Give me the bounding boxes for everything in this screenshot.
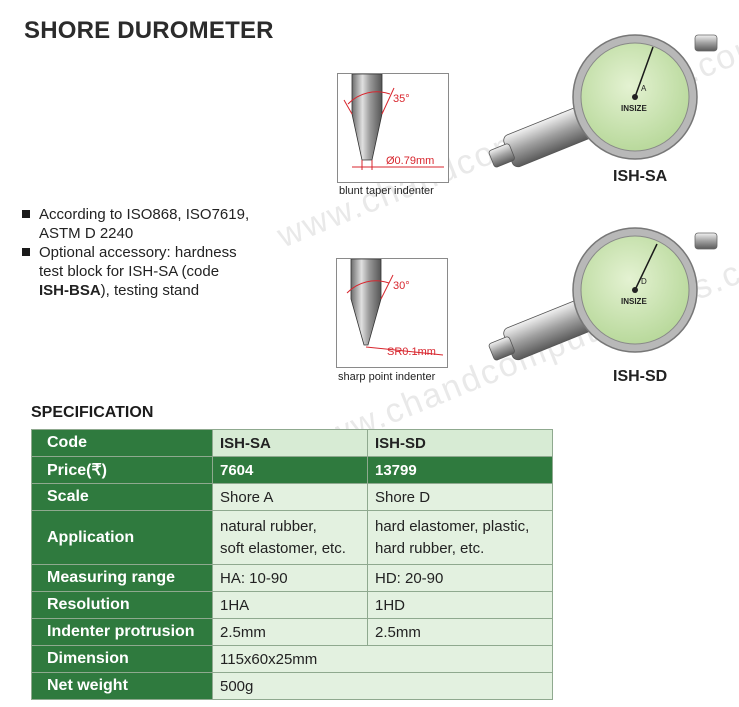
spec-key: Net weight: [31, 672, 213, 700]
spec-key: Measuring range: [31, 564, 213, 592]
feature-text-before: Optional accessory: hardness test block …: [39, 244, 237, 280]
spec-value-line: hard elastomer, plastic,: [375, 517, 530, 535]
feature-item-accessory: Optional accessory: hardness test block …: [22, 243, 252, 300]
blunt-diameter-label: Ø0.79mm: [386, 155, 434, 167]
spec-key: Scale: [31, 483, 213, 511]
sharp-indenter-diagram: 30° SR0.1mm: [336, 258, 448, 368]
durometer-sa-image: INSIZE A: [488, 34, 718, 168]
spec-value-sd: Shore D: [367, 483, 553, 511]
spec-row-scale: Scale Shore A Shore D: [31, 483, 553, 511]
blunt-indenter-drawing: 35° Ø0.79mm: [343, 73, 444, 170]
spec-value-shared: 115x60x25mm: [212, 645, 553, 673]
spec-value-sa: HA: 10-90: [212, 564, 368, 592]
sharp-indenter-caption: sharp point indenter: [338, 371, 436, 383]
gauge-brand-sa: INSIZE: [621, 104, 647, 113]
spec-key: Indenter protrusion: [31, 618, 213, 646]
blunt-indenter-caption: blunt taper indenter: [339, 185, 434, 197]
spec-value-sa: 7604: [212, 456, 368, 484]
spec-heading: SPECIFICATION: [31, 404, 154, 421]
spec-table: Code ISH-SA ISH-SD Price(₹) 7604 13799 S…: [31, 429, 553, 700]
blunt-indenter-diagram: 35° Ø0.79mm: [337, 73, 449, 183]
spec-key: Price(₹): [31, 456, 213, 484]
spec-value-line: soft elastomer, etc.: [220, 539, 346, 557]
gauge-brand-sd: INSIZE: [621, 297, 647, 306]
spec-value-sa: 1HA: [212, 591, 368, 619]
spec-value-sd: ISH-SD: [367, 429, 553, 457]
gauge-scale-sa: A: [641, 84, 647, 93]
spec-row-net-weight: Net weight 500g: [31, 672, 553, 700]
sharp-angle-label: 30°: [393, 280, 410, 292]
spec-row-code: Code ISH-SA ISH-SD: [31, 429, 553, 457]
spec-value-sa: 2.5mm: [212, 618, 368, 646]
sharp-radius-label: SR0.1mm: [387, 346, 436, 358]
blunt-angle-label: 35°: [393, 93, 410, 105]
spec-value-sd: 13799: [367, 456, 553, 484]
square-bullet-icon: [22, 210, 30, 218]
spec-row-measuring-range: Measuring range HA: 10-90 HD: 20-90: [31, 564, 553, 592]
product-label-sa: ISH-SA: [613, 168, 668, 185]
page-title: SHORE DUROMETER: [24, 17, 274, 44]
spec-value-sd: 1HD: [367, 591, 553, 619]
sharp-indenter-drawing: 30° SR0.1mm: [346, 258, 444, 358]
spec-value-sa: Shore A: [212, 483, 368, 511]
spec-row-indenter-protrusion: Indenter protrusion 2.5mm 2.5mm: [31, 618, 553, 646]
spec-value-sa: ISH-SA: [212, 429, 368, 457]
spec-value-sd: hard elastomer, plastic, hard rubber, et…: [367, 510, 553, 565]
gauge-scale-sd: D: [641, 277, 647, 286]
feature-code: ISH-BSA: [39, 282, 101, 299]
spec-row-dimension: Dimension 115x60x25mm: [31, 645, 553, 673]
feature-text-after: ), testing stand: [100, 282, 200, 299]
square-bullet-icon: [22, 248, 30, 256]
spec-value-line: hard rubber, etc.: [375, 539, 485, 557]
spec-value-sd: HD: 20-90: [367, 564, 553, 592]
spec-row-resolution: Resolution 1HA 1HD: [31, 591, 553, 619]
spec-value-line: natural rubber,: [220, 517, 317, 535]
spec-row-application: Application natural rubber, soft elastom…: [31, 510, 553, 565]
spec-value-sd: 2.5mm: [367, 618, 553, 646]
feature-text: According to ISO868, ISO7619, ASTM D 224…: [39, 206, 250, 242]
spec-key: Application: [31, 510, 213, 565]
spec-row-price: Price(₹) 7604 13799: [31, 456, 553, 484]
product-label-sd: ISH-SD: [613, 368, 668, 385]
spec-key: Resolution: [31, 591, 213, 619]
feature-list: According to ISO868, ISO7619, ASTM D 224…: [22, 205, 252, 300]
spec-value-sa: natural rubber, soft elastomer, etc.: [212, 510, 368, 565]
spec-value-shared: 500g: [212, 672, 553, 700]
spec-key: Dimension: [31, 645, 213, 673]
feature-item-standards: According to ISO868, ISO7619, ASTM D 224…: [22, 205, 252, 243]
durometer-sd-image: INSIZE D: [488, 227, 718, 361]
spec-key: Code: [31, 429, 213, 457]
